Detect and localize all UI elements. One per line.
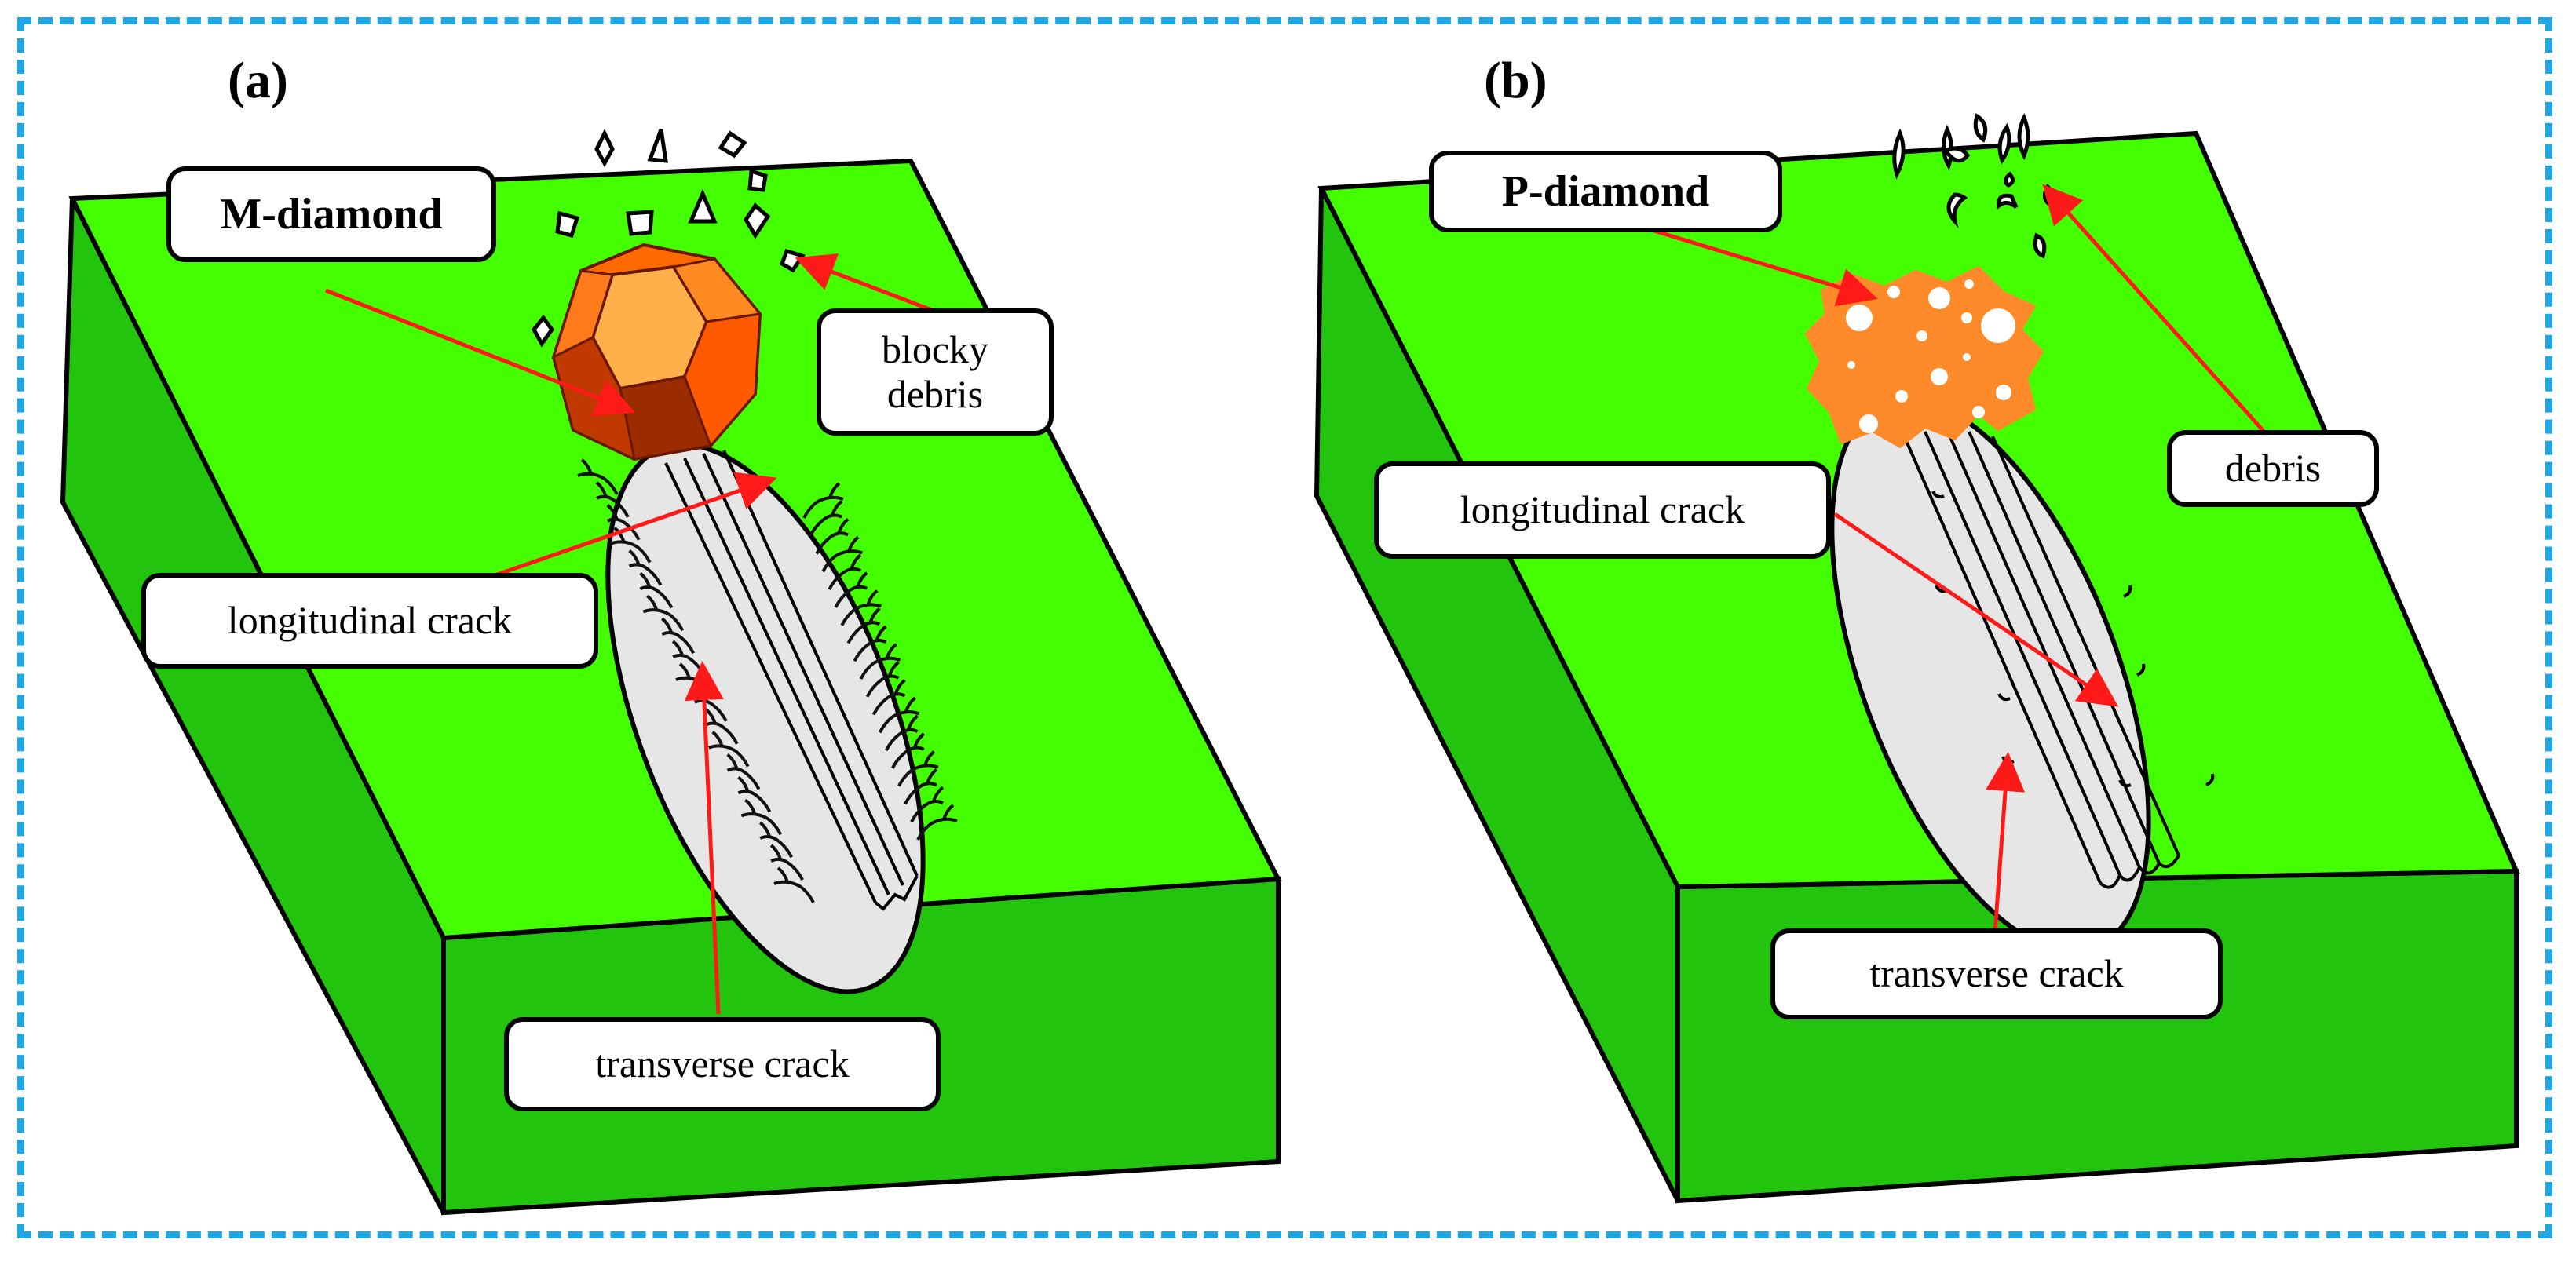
panel-b-arrow-longitudinal [1833, 512, 2119, 707]
panel-a-groove-lines [664, 450, 919, 911]
panel-a-crack-branch [809, 500, 843, 537]
panel-a-crack-branch [890, 732, 926, 769]
panel-a-crack-branch [815, 517, 850, 555]
panel-a-crack-branch [769, 844, 804, 881]
panel-a-crack-branch [840, 589, 882, 626]
panel-a-crack-branch [916, 804, 958, 841]
panel-a-crack-branch [878, 696, 920, 734]
panel-a-transverse-label: transverse crack [504, 1017, 941, 1111]
panel-a-grain-label: M-diamond [166, 166, 496, 262]
panel-a-crack-branch [865, 661, 900, 698]
panel-a-transverse-cracks [577, 458, 958, 903]
panel-a-crack-branch [853, 625, 887, 662]
panel-b-grain-label: P-diamond [1429, 151, 1782, 232]
panel-b-longitudinal-label: longitudinal crack [1374, 461, 1831, 559]
panel-a-crack-branch [639, 571, 674, 609]
panel-a-debris-label: blocky debris [817, 308, 1054, 436]
panel-a-crack-branch [897, 750, 939, 787]
panel-b-tag: (b) [1484, 52, 1547, 109]
panel-b-arrow-grain [1648, 227, 1878, 307]
panel-a-crack-branch [758, 821, 794, 859]
panel-a-crack-branch [910, 786, 945, 823]
panel-a-crack-branch [884, 714, 919, 752]
panel-a-crack-branch [737, 775, 772, 813]
panel-a-crack-branch [660, 617, 696, 655]
panel-a-crack-branch [871, 678, 906, 716]
panel-a-crack-branch [577, 458, 619, 495]
panel-b-arrow-debris [2042, 184, 2290, 461]
panel-a-crack-branch [726, 753, 761, 790]
panel-a-crack-branch [904, 768, 938, 805]
panel-a-crack-branch [740, 798, 783, 836]
panel-a-arrow-grain [325, 288, 636, 417]
panel-b-transverse-label: transverse crack [1770, 928, 2223, 1019]
panel-a-scratch-groove [577, 442, 958, 994]
panel-a-crack-branch [628, 549, 663, 586]
panel-a-blocky-debris [532, 129, 806, 348]
panel-a-debris-label-line2: debris [886, 372, 984, 416]
panel-a-crack-branch [802, 482, 844, 519]
panel-a-crack-branch [821, 535, 863, 573]
panel-a-crack-branch [606, 504, 641, 541]
panel-b-p-diamond-grain [1804, 265, 2044, 449]
figure-border [17, 17, 2552, 1238]
panel-b-arrows [1648, 184, 2290, 944]
panel-b-debris-label: debris [2167, 430, 2379, 507]
panel-b-arrow-transverse [1986, 752, 2026, 944]
panel-a-crack-branch [704, 708, 739, 745]
panel-b-groove-lines [1902, 429, 2180, 889]
panel-a-debris-label-line1: blocky [881, 326, 989, 371]
panel-a-longitudinal-label: longitudinal crack [141, 573, 598, 669]
panel-a-crack-branch [642, 594, 685, 632]
panel-a-crack-branch [834, 571, 868, 608]
panel-a-tag: (a) [228, 52, 288, 109]
panel-a-crack-branch [846, 607, 881, 644]
panel-a-arrow-transverse [684, 661, 724, 1015]
panel-a-crack-branch [773, 866, 815, 903]
panel-a-crack-branch [859, 643, 901, 680]
panel-a-crack-branch [828, 553, 862, 591]
panel-a-crack-branch [595, 481, 630, 518]
panel-a-arrow-debris [795, 253, 947, 318]
panel-a-crack-branch [708, 731, 750, 768]
